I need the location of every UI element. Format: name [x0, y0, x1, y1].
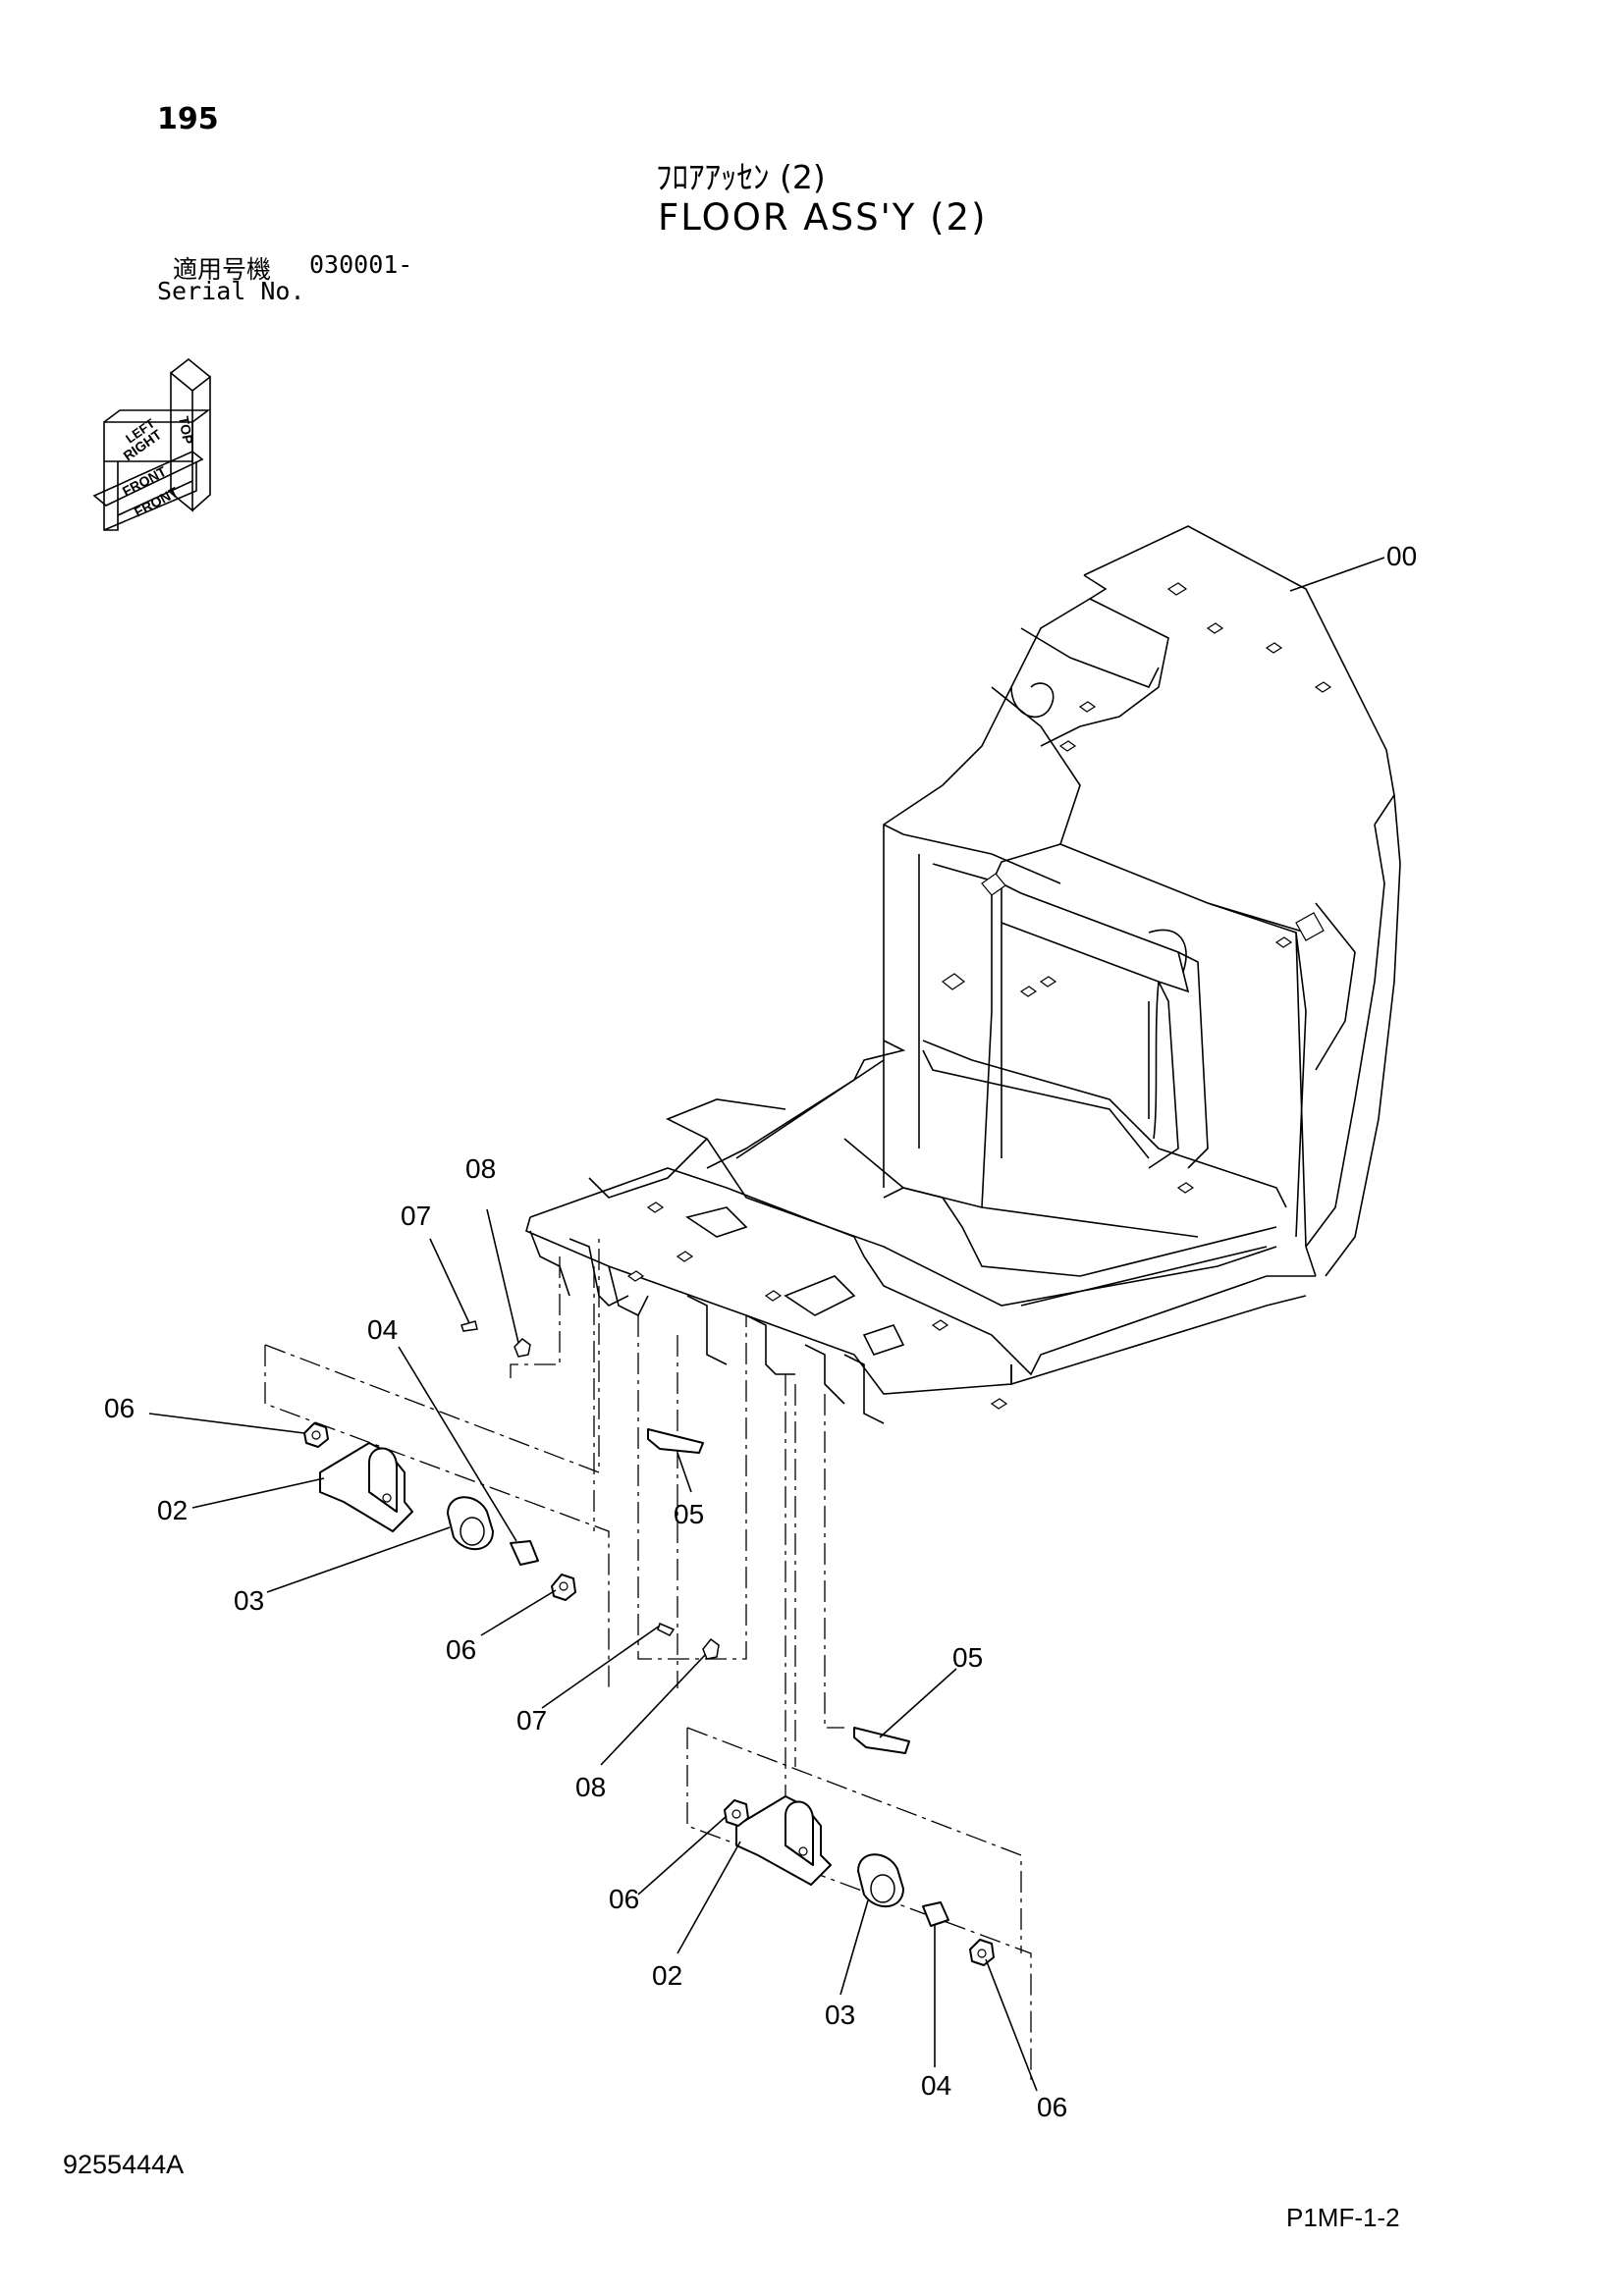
callout-06-lower-left: 06 [609, 1884, 639, 1914]
callout-08-upper: 08 [465, 1153, 496, 1184]
callout-03-lower: 03 [825, 2000, 855, 2030]
leader-lines [148, 557, 1385, 2092]
part-08-washer-upper [514, 1338, 531, 1358]
callout-07-upper: 07 [401, 1201, 431, 1231]
callout-06-upper-right: 06 [446, 1634, 476, 1665]
orientation-icon: TOP LEFT RIGHT FRONT FRONT [92, 357, 211, 531]
floor-frame-assembly [525, 525, 1401, 1424]
part-03-rubber-mount-upper [447, 1496, 494, 1551]
callout-03-upper: 03 [234, 1585, 264, 1616]
document-number: 9255444A [63, 2150, 185, 2179]
serial-number-value: 030001- [309, 250, 413, 279]
callout-06-upper-left: 06 [104, 1393, 135, 1423]
orientation-label-top: TOP [176, 415, 196, 446]
callout-04-upper: 04 [367, 1314, 398, 1345]
part-06-nut-2 [551, 1574, 576, 1601]
callout-02-upper: 02 [157, 1495, 188, 1525]
page-code: P1MF-1-2 [1286, 2203, 1400, 2232]
title-japanese: ﾌﾛｱｱｯｾﾝ (2) [656, 158, 826, 196]
part-08-washer-lower [702, 1637, 720, 1660]
callout-02-lower: 02 [652, 1960, 682, 1991]
part-02-mount-bracket-lower [735, 1795, 832, 1886]
part-06-nut-1 [303, 1422, 329, 1448]
callout-00-frame: 00 [1386, 541, 1417, 571]
part-04-spacer-upper [510, 1540, 539, 1566]
callout-06-lower-right: 06 [1037, 2092, 1067, 2122]
callout-05-lower: 05 [952, 1642, 983, 1673]
page-number: 195 [157, 102, 219, 136]
callout-05-upper: 05 [674, 1499, 704, 1529]
callout-04-lower: 04 [921, 2070, 951, 2101]
part-06-nut-4 [969, 1939, 995, 1966]
part-06-nut-3 [724, 1799, 749, 1827]
title-english: FLOOR ASS'Y (2) [658, 196, 988, 239]
callout-07-lower: 07 [516, 1705, 547, 1735]
part-03-rubber-mount-lower [857, 1853, 904, 1908]
part-07-bolt-upper [460, 1320, 478, 1332]
callout-08-lower: 08 [575, 1772, 606, 1802]
part-02-mount-bracket-upper [319, 1442, 413, 1532]
part-05-pin-lower [853, 1727, 910, 1754]
part-04-spacer-lower [922, 1901, 949, 1927]
part-05-pin-upper [647, 1428, 704, 1454]
assembly-center-lines [264, 1237, 1032, 2081]
serial-label-japanese: 適用号機 [173, 255, 272, 284]
part-07-bolt-lower [657, 1622, 676, 1636]
serial-label-english: Serial No. [157, 277, 305, 305]
